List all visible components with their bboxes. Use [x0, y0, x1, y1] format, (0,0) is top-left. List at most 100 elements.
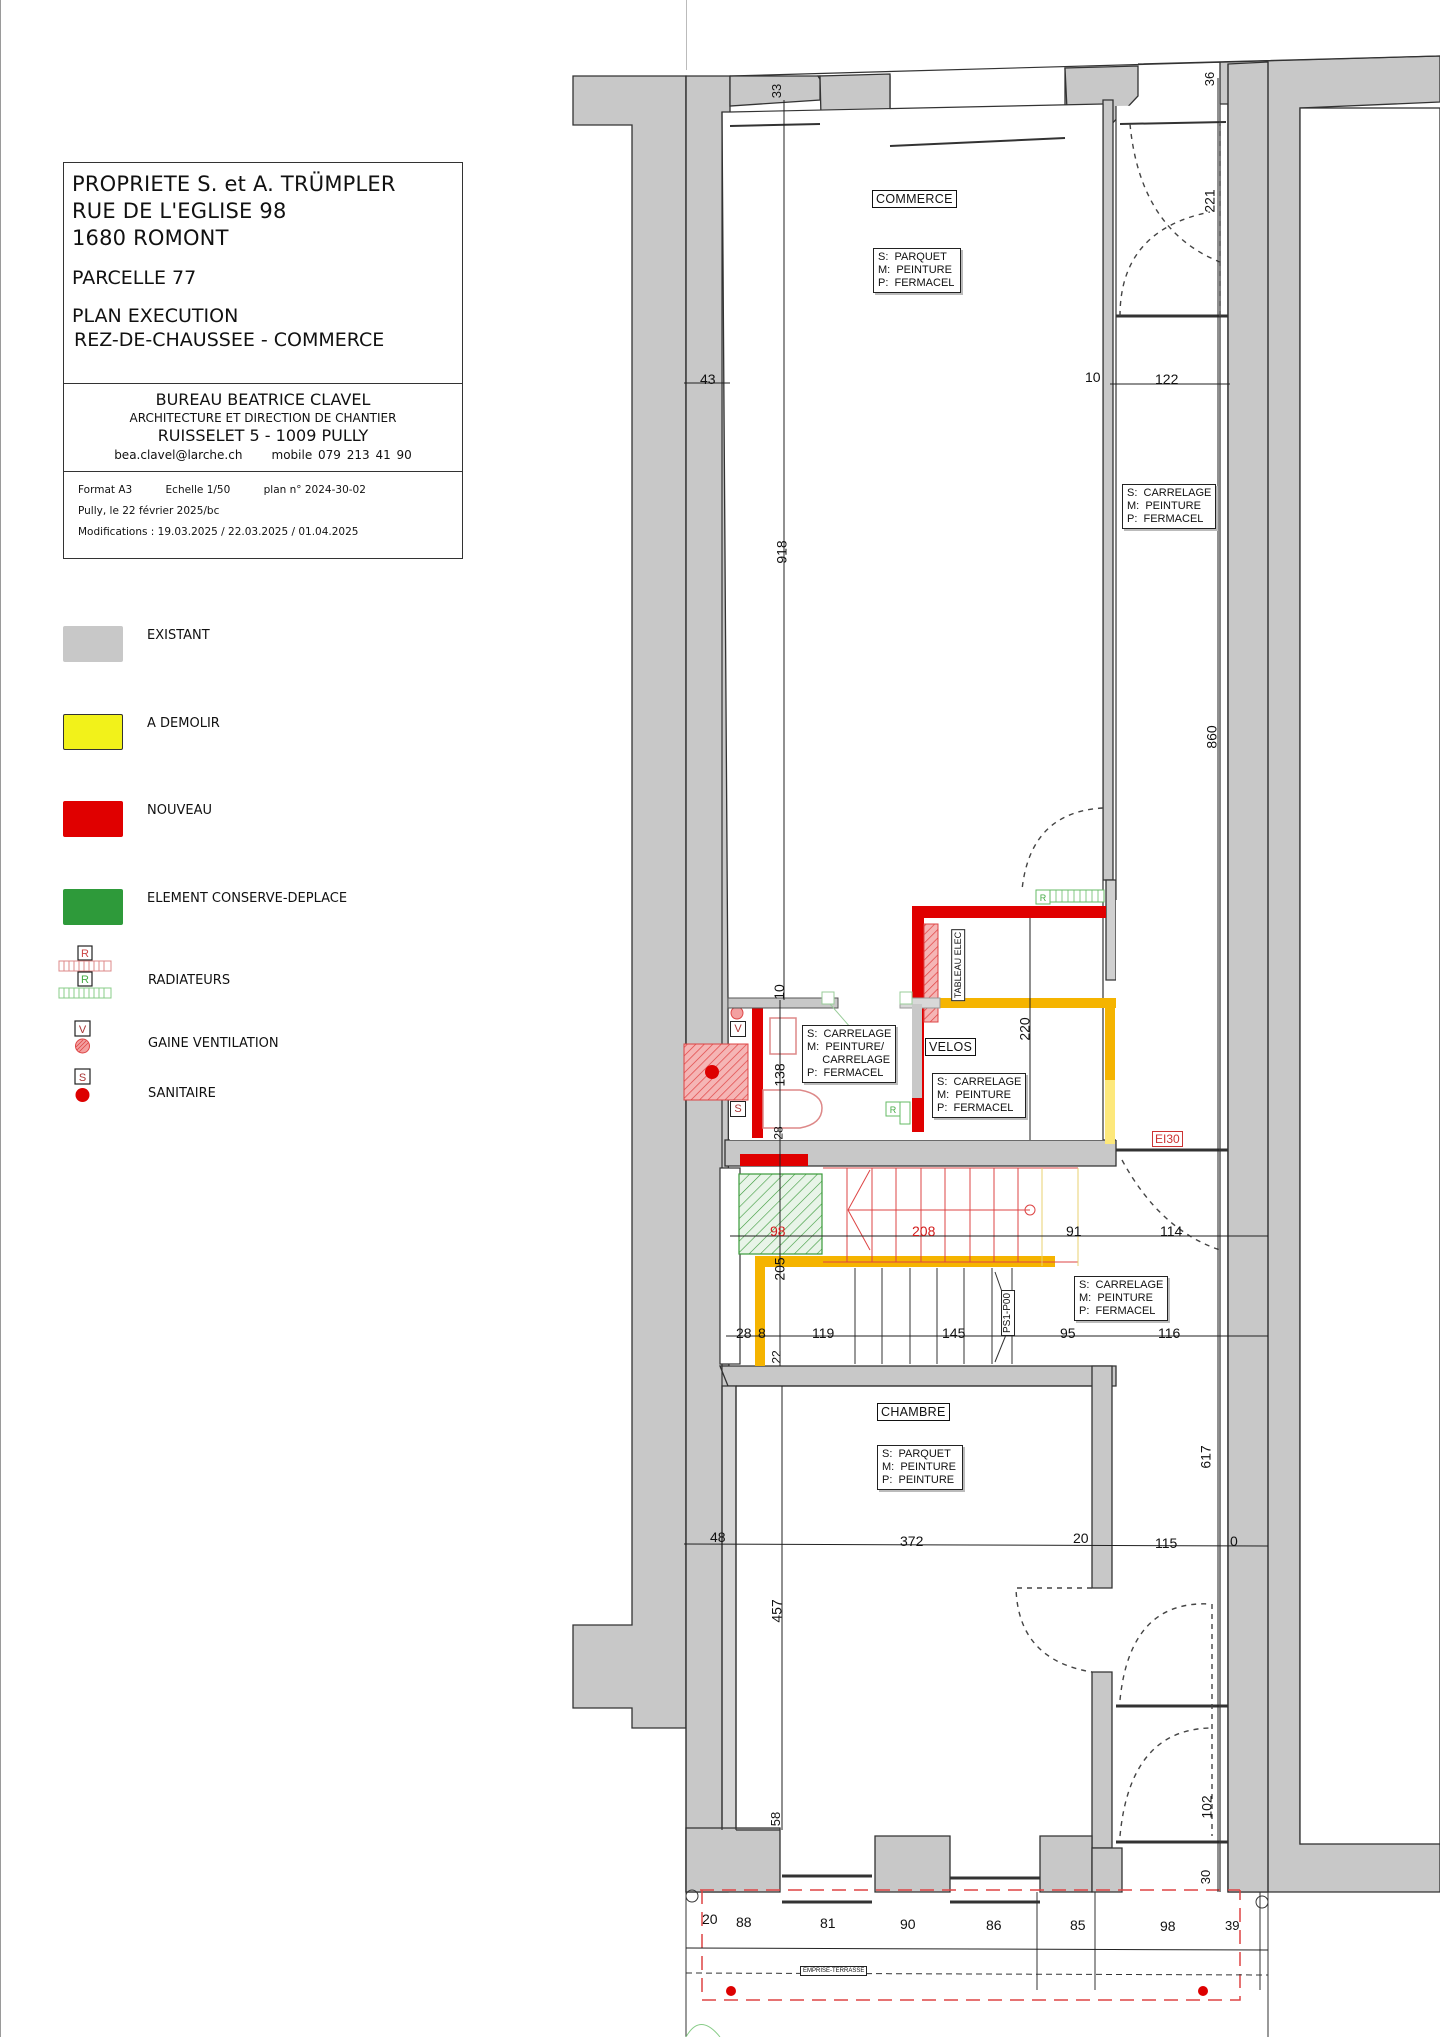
legend-label-nouveau: NOUVEAU — [147, 803, 212, 818]
dim-bottom-98: 98 — [1160, 1918, 1176, 1934]
dim-chambre-115: 115 — [1155, 1535, 1178, 1551]
date-line: Pully, le 22 février 2025/bc — [78, 505, 220, 517]
finish-box-hall: S: CARRELAGE M: PEINTURE P: FERMACEL — [1074, 1276, 1169, 1321]
dim-row-95: 95 — [1060, 1325, 1076, 1341]
fire-rating-tag: EI30 — [1152, 1131, 1183, 1147]
dim-row-119: 119 — [812, 1325, 835, 1341]
office-email: bea.clavel@larche.ch — [114, 448, 243, 462]
svg-text:R: R — [1040, 893, 1047, 903]
legend-swatch-conserve-deplace — [63, 889, 123, 925]
title-block-project: PROPRIETE S. et A. TRÜMPLER RUE DE L'EGL… — [64, 163, 462, 384]
dim-36: 36 — [1202, 71, 1218, 87]
owner-line: PROPRIETE S. et A. TRÜMPLER — [72, 172, 396, 196]
finish-box-wc: S: CARRELAGE M: PEINTURE/ CARRELAGE P: F… — [802, 1025, 897, 1083]
dim-102: 102 — [1198, 1795, 1215, 1819]
sanitary-tag: S — [730, 1101, 746, 1117]
address-line: RUE DE L'EGLISE 98 — [72, 199, 287, 223]
dim-row-116: 116 — [1158, 1325, 1181, 1341]
modifications-line: Modifications : 19.03.2025 / 22.03.2025 … — [78, 526, 359, 538]
dimension-lines — [683, 78, 1269, 1951]
title-block-office: BUREAU BEATRICE CLAVEL ARCHITECTURE ET D… — [64, 384, 462, 472]
legend-swatch-a-demolir — [63, 714, 123, 750]
dim-bottom-85: 85 — [1070, 1917, 1086, 1933]
ventilation-tag: V — [730, 1021, 746, 1037]
dim-91: 91 — [1066, 1223, 1082, 1239]
dim-205: 205 — [771, 1257, 788, 1281]
neighbour-interior — [1299, 107, 1440, 1845]
dim-918: 918 — [773, 540, 790, 564]
office-mobile: mobile 079 213 41 90 — [271, 448, 412, 462]
dim-30: 30 — [1198, 1869, 1214, 1885]
dim-221: 221 — [1201, 189, 1218, 213]
dim-chambre-372: 372 — [900, 1533, 924, 1549]
legend-label-gaine-ventilation: GAINE VENTILATION — [148, 1036, 279, 1051]
finish-box-corridor: S: CARRELAGE M: PEINTURE P: FERMACEL — [1122, 484, 1217, 529]
legend-label-conserve-deplace: ELEMENT CONSERVE-DEPLACE — [147, 891, 348, 906]
dim-22: 22 — [769, 1350, 784, 1364]
dim-row-145: 145 — [942, 1325, 966, 1341]
dim-bottom-39: 39 — [1225, 1918, 1240, 1933]
existing-stair — [854, 1268, 1013, 1364]
dim-617: 617 — [1197, 1445, 1214, 1469]
dim-chambre-20: 20 — [1073, 1530, 1089, 1546]
legend-label-radiateurs: RADIATEURS — [148, 973, 231, 988]
room-label-velos: VELOS — [925, 1038, 977, 1056]
svg-text:R: R — [81, 974, 89, 986]
parcel-number: PARCELLE 77 — [72, 267, 197, 289]
dim-bottom-90: 90 — [900, 1916, 916, 1932]
legend-swatch-nouveau — [63, 801, 123, 837]
finish-box-chambre: S: PARQUET M: PEINTURE P: PEINTURE — [877, 1445, 963, 1490]
dim-bottom-81: 81 — [820, 1915, 836, 1931]
legend-label-sanitaire: SANITAIRE — [148, 1086, 216, 1101]
legend-label-existant: EXISTANT — [147, 628, 210, 643]
svg-text:R: R — [890, 1105, 897, 1115]
title-block: PROPRIETE S. et A. TRÜMPLER RUE DE L'EGL… — [63, 162, 463, 559]
sheet-format: Format A3 — [78, 484, 133, 496]
dim-bottom-20: 20 — [702, 1911, 718, 1927]
ventilation-shaft-icon: V — [74, 1020, 91, 1054]
plan-level: REZ-DE-CHAUSSEE - COMMERCE — [74, 329, 385, 351]
dim-10-corridor: 10 — [1085, 369, 1101, 385]
dim-28-wc: 28 — [771, 1126, 786, 1140]
finish-box-commerce: S: PARQUET M: PEINTURE P: FERMACEL — [873, 248, 961, 293]
sheet-scale: Echelle 1/50 — [165, 484, 231, 496]
dim-860: 860 — [1203, 725, 1220, 749]
sheet-border-left — [0, 0, 1, 2037]
title-block-meta: Format A3 Echelle 1/50 plan n° 2024-30-0… — [64, 472, 462, 543]
dim-33: 33 — [769, 83, 785, 99]
dim-114: 114 — [1160, 1223, 1183, 1239]
legend-swatch-existant — [63, 626, 123, 662]
radiator-icon: R R — [58, 945, 112, 999]
plan-number: plan n° 2024-30-02 — [263, 484, 366, 496]
terrace-outline — [700, 1889, 1241, 2001]
dim-bottom-88: 88 — [736, 1914, 752, 1930]
office-address: RUISSELET 5 - 1009 PULLY — [157, 426, 369, 445]
dim-122: 122 — [1155, 371, 1179, 387]
dim-row-28: 28 — [736, 1325, 752, 1341]
dim-bottom-86: 86 — [986, 1917, 1002, 1933]
dim-58: 58 — [768, 1811, 784, 1827]
city-line: 1680 ROMONT — [72, 226, 229, 250]
office-name: BUREAU BEATRICE CLAVEL — [155, 390, 371, 409]
exterior-note-tag: EMPRISE-TERRASSE — [800, 1966, 868, 1976]
svg-text:S: S — [79, 1072, 86, 1084]
dim-220: 220 — [1016, 1017, 1033, 1041]
electrical-panel-label: TABLEAU ELEC — [951, 928, 966, 1002]
dim-457: 457 — [768, 1599, 785, 1623]
legend-label-a-demolir: A DEMOLIR — [147, 716, 220, 731]
svg-text:R: R — [81, 948, 89, 960]
sheet-fold-line — [686, 0, 687, 70]
sanitary-icon: S — [74, 1068, 91, 1102]
dim-chambre-0: 0 — [1230, 1533, 1238, 1549]
plan-type: PLAN EXECUTION — [72, 305, 239, 327]
dim-chambre-48: 48 — [710, 1529, 726, 1545]
svg-text:V: V — [79, 1024, 87, 1036]
dim-stair-98: 98 — [770, 1223, 786, 1239]
dim-10-wc: 10 — [770, 984, 787, 1000]
room-label-commerce: COMMERCE — [872, 190, 957, 208]
dim-43: 43 — [700, 371, 716, 387]
room-label-chambre: CHAMBRE — [877, 1403, 950, 1421]
finish-box-velos: S: CARRELAGE M: PEINTURE P: FERMACEL — [932, 1073, 1027, 1118]
dim-138: 138 — [771, 1063, 788, 1087]
